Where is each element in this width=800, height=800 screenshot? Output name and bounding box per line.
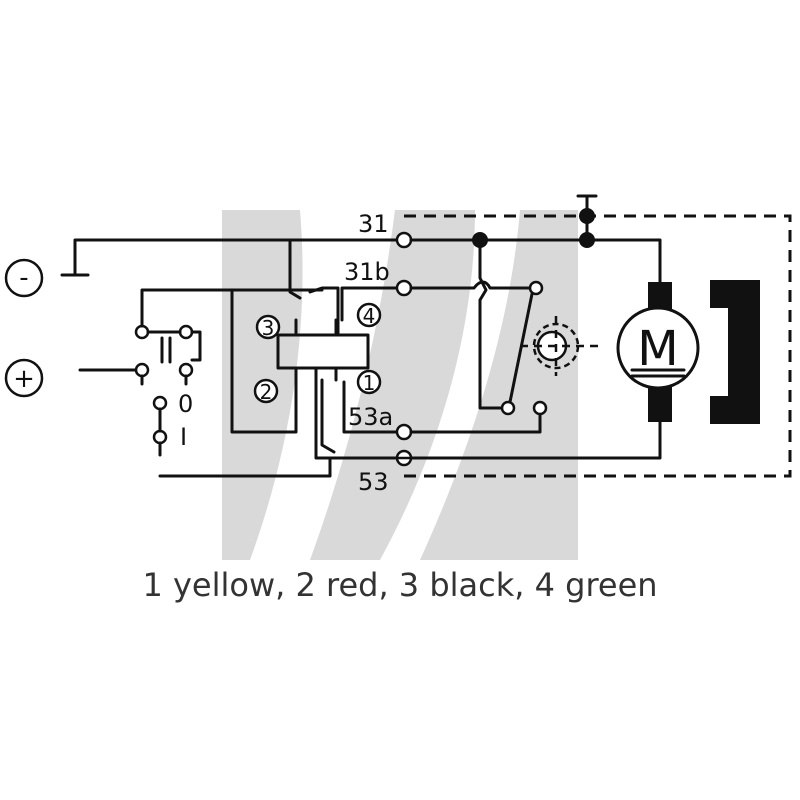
park-cam <box>520 316 600 376</box>
watermark-logo <box>222 210 578 560</box>
wire-to-53 <box>158 456 400 478</box>
connector-block: 3 4 2 1 <box>253 286 382 460</box>
wire-color-legend: 1 yellow, 2 red, 3 black, 4 green <box>142 566 658 604</box>
terminal-31b-label: 31b <box>344 258 390 286</box>
internal-wire-53a <box>409 412 542 434</box>
terminal-posts <box>395 231 413 467</box>
internal-wire-31 <box>409 238 662 284</box>
wiper-motor: M <box>616 280 760 424</box>
internal-wire-53 <box>409 420 662 460</box>
pin2-label: 2 <box>260 380 273 404</box>
terminal-53-label: 53 <box>358 468 389 496</box>
wire-31-to-connector <box>288 238 302 300</box>
minus-label: - <box>19 263 28 293</box>
pin4-label: 4 <box>363 304 376 328</box>
ground-wire <box>60 238 406 277</box>
switch-off-label: 0 <box>178 390 193 418</box>
pin1-label: 1 <box>363 371 376 395</box>
wire-switch-to-pin2 <box>230 288 298 434</box>
terminal-53a-label: 53a <box>348 403 393 431</box>
park-switch-blade <box>508 292 534 404</box>
pin3-label: 3 <box>262 316 275 340</box>
wire-pin1-to-53a <box>342 380 400 434</box>
terminal-31-label: 31 <box>358 210 389 238</box>
switch-on-label: I <box>180 423 187 451</box>
motor-symbol: M <box>637 321 678 377</box>
wire-pin4-to-31b <box>340 286 400 322</box>
plus-label: + <box>13 364 35 394</box>
plus-terminal: + <box>4 358 44 398</box>
operating-switch: 0 I <box>134 288 324 457</box>
chassis-ground <box>576 194 598 248</box>
minus-terminal: - <box>4 258 44 298</box>
